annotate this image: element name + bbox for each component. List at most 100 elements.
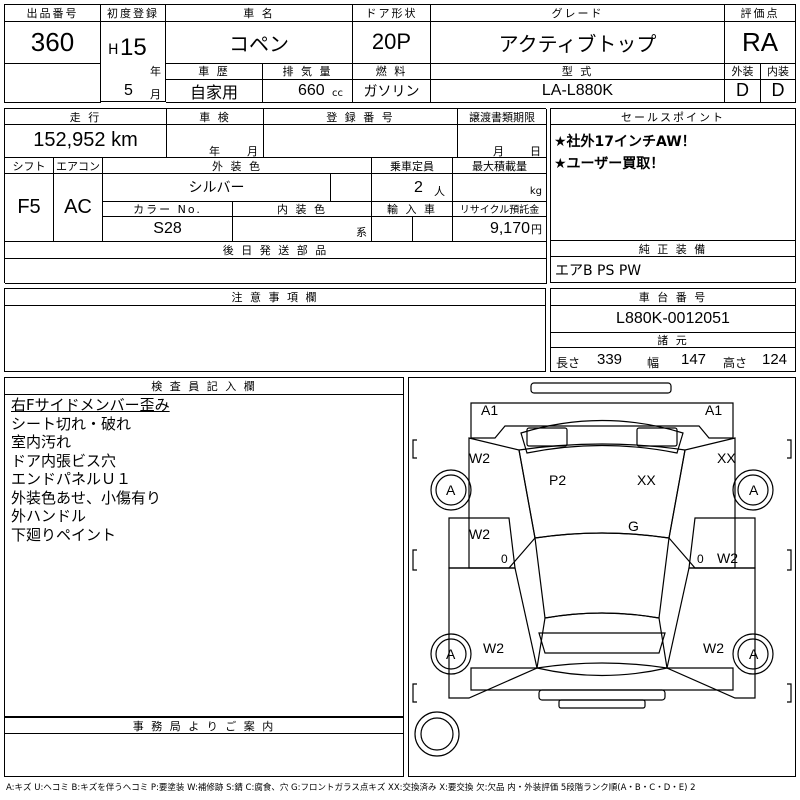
- mark-w2-front-left: W2: [469, 450, 490, 466]
- model-label: 型 式: [431, 63, 725, 80]
- mark-zero-left: 0: [501, 552, 508, 566]
- chassis-value: L880K-0012051: [551, 305, 795, 333]
- int-value: D: [761, 79, 796, 103]
- car-outline-diagram: [412, 382, 792, 757]
- recycle-unit: 円: [531, 222, 542, 236]
- mileage-label: 走 行: [5, 109, 167, 125]
- car-name-label: 車 名: [166, 4, 353, 22]
- ins-month-unit: 月: [247, 145, 258, 158]
- shift-value: F5: [5, 173, 54, 242]
- chassis-box: 車 台 番 号 L880K-0012051 諸 元 長さ 339 幅 147 高…: [550, 288, 796, 372]
- grade-value: アクティブトップ: [431, 21, 725, 64]
- score-value: RA: [725, 21, 796, 64]
- inspector-line: 室内汚れ: [11, 433, 72, 451]
- disp-label: 排 気 量: [263, 63, 353, 80]
- exterior-color-label: 外 装 色: [103, 158, 372, 174]
- inspector-line: シート切れ・破れ: [11, 414, 132, 433]
- ext-value: D: [725, 79, 761, 103]
- equipment-value: エアB PS PW: [555, 263, 642, 279]
- inspector-line: 外装色あせ、小傷有り: [11, 488, 162, 507]
- later-parts-label: 後 日 発 送 部 品: [5, 242, 547, 259]
- inspector-line: ドア内張ビス穴: [11, 451, 117, 470]
- era-label: H: [108, 42, 119, 58]
- grade-label: グレード: [431, 4, 725, 22]
- transfer-box: [458, 124, 547, 158]
- first-reg-label: 初度登録: [101, 4, 166, 22]
- equipment-label: 純 正 装 備: [551, 241, 795, 257]
- transfer-label: 譲渡書類期限: [458, 109, 547, 125]
- color-no-label: カラー No.: [103, 201, 233, 217]
- mark-a-rear-left-wheel: A: [446, 646, 456, 662]
- spec-label: 諸 元: [551, 332, 795, 348]
- inspection-box: [167, 124, 264, 158]
- damage-code-legend: A:キズ U:ヘコミ B:キズを伴うヘコミ P:要塗装 W:補修跡 S:錆 C:…: [6, 783, 696, 793]
- import-box-b: [413, 216, 453, 242]
- sales-point-2: ★ユーザー買取！: [554, 156, 665, 172]
- load-unit: kg: [529, 185, 542, 197]
- inspector-box: 検 査 員 記 入 欄 右Fサイドメンバー歪み シート切れ・破れ 室内汚れ ドア…: [4, 377, 404, 717]
- inspector-line: 外ハンドル: [11, 507, 87, 525]
- capacity-label: 乗車定員: [372, 158, 453, 174]
- transfer-month-unit: 月: [493, 145, 504, 158]
- width-label: 幅: [647, 356, 660, 370]
- exterior-color-blank: [331, 173, 372, 202]
- inspector-line: 下廻りペイント: [11, 525, 117, 544]
- car-name: コペン: [166, 21, 353, 64]
- mark-xx-hood: XX: [637, 472, 656, 488]
- capacity-value: 2: [414, 179, 423, 196]
- damage-diagram: A1 A1 W2 XX A A P2 XX G W2 W2 0 0 W2 W2 …: [408, 377, 796, 777]
- mark-zero-right: 0: [697, 552, 704, 566]
- interior-unit: 系: [356, 225, 367, 239]
- score-label: 評価点: [725, 4, 796, 22]
- mark-w2-rear-right: W2: [703, 640, 724, 656]
- recycle-value: 9,170: [489, 219, 530, 237]
- office-box: 事 務 局 よ り ご 案 内: [4, 717, 404, 777]
- mark-a1-right: A1: [705, 402, 723, 418]
- first-reg-box: [101, 21, 166, 102]
- door-value: 20P: [353, 21, 431, 64]
- lot-blank: [4, 63, 101, 103]
- ac-label: エアコン: [54, 158, 103, 174]
- transfer-day-unit: 日: [530, 145, 541, 158]
- recycle-label: リサイクル預託金: [453, 201, 547, 217]
- disp-value: 660: [298, 82, 325, 99]
- mark-xx-front-right: XX: [717, 450, 736, 466]
- height-label: 高さ: [723, 356, 748, 370]
- ac-value: AC: [54, 173, 103, 242]
- disp-box: [263, 79, 353, 103]
- chassis-label: 車 台 番 号: [551, 289, 795, 306]
- inspector-line: 右Fサイドメンバー歪み: [11, 396, 170, 414]
- width-value: 147: [681, 351, 707, 368]
- mark-p2: P2: [549, 472, 567, 488]
- inspector-notes: 右Fサイドメンバー歪み シート切れ・破れ 室内汚れ ドア内張ビス穴 エンドパネル…: [11, 396, 170, 544]
- lot-number: 360: [4, 21, 101, 64]
- interior-color-label: 内 装 色: [233, 201, 372, 217]
- sales-point-label: セールスポイント: [551, 109, 795, 125]
- history-label: 車 歴: [166, 63, 263, 80]
- reg-no-label: 登 録 番 号: [264, 109, 458, 125]
- mileage-value: 152,952 km: [5, 124, 167, 158]
- door-label: ドア形状: [353, 4, 431, 22]
- vehicle-details-section: 走 行 152,952 km 車 検 年 月 登 録 番 号 譲渡書類期限 月 …: [4, 108, 547, 284]
- recycle-box: 9,170 円: [453, 216, 547, 242]
- import-label: 輸 入 車: [372, 201, 453, 217]
- length-label: 長さ: [556, 356, 581, 370]
- equipment-box: 純 正 装 備 エアB PS PW: [550, 241, 796, 283]
- month-unit: 月: [150, 88, 161, 101]
- sales-point-1: ★社外17インチAW！: [554, 134, 696, 150]
- reg-month: 5: [124, 82, 133, 99]
- sales-point-box: セールスポイント ★社外17インチAW！ ★ユーザー買取！: [550, 108, 796, 241]
- mark-a-front-right-wheel: A: [749, 482, 759, 498]
- disp-unit: cc: [332, 88, 343, 99]
- model-value: LA-L880K: [431, 79, 725, 103]
- inspection-label: 車 検: [167, 109, 264, 125]
- mark-w2-mid-left: W2: [469, 526, 490, 542]
- capacity-box: [372, 173, 453, 202]
- mark-g: G: [628, 518, 639, 534]
- mark-a1-left: A1: [481, 402, 499, 418]
- height-value: 124: [762, 351, 788, 368]
- office-label: 事 務 局 よ り ご 案 内: [5, 717, 403, 734]
- exterior-color-value: シルバー: [103, 173, 331, 202]
- inspector-label: 検 査 員 記 入 欄: [5, 378, 403, 395]
- capacity-unit: 人: [434, 185, 445, 198]
